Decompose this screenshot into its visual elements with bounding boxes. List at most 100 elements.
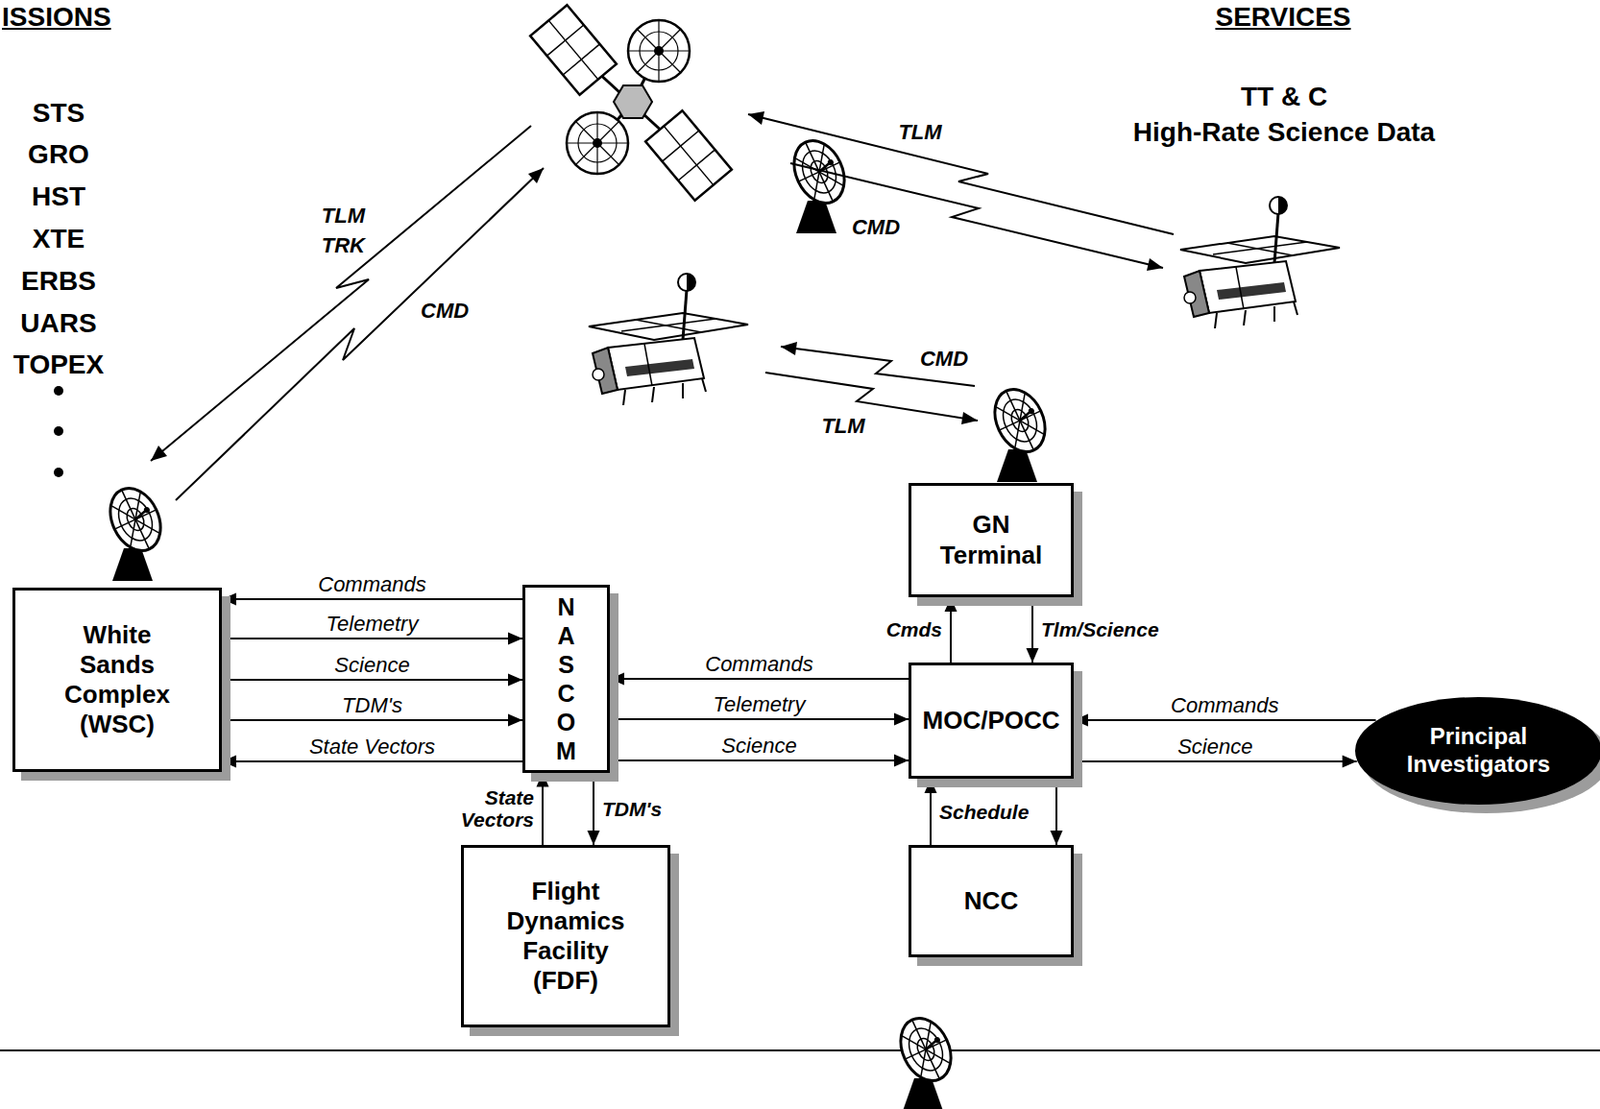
terminal-box: GN Terminal [908, 483, 1074, 598]
dish-rim [566, 112, 629, 174]
panel-grid [546, 24, 583, 56]
facility-box: White Sands Complex (WSC) [12, 587, 222, 773]
mission-name: STS [32, 98, 85, 129]
connector-label: Commands [317, 573, 426, 597]
dot [53, 467, 64, 478]
connector-label: Telemetry [713, 693, 806, 717]
mission-name: TOPEX [13, 350, 104, 381]
solar-panel [530, 4, 617, 95]
rf-link [748, 114, 1174, 235]
arrowhead [1073, 714, 1089, 728]
network-box: NASCOM [522, 584, 610, 774]
arrowhead [780, 341, 798, 356]
connector-label: Schedule [939, 800, 1029, 824]
rf-link [790, 163, 1164, 268]
arrowhead [961, 412, 978, 425]
panel-grid [663, 125, 713, 185]
mission-name: UARS [20, 309, 97, 340]
dish-spoke [575, 121, 620, 166]
connector [587, 773, 601, 847]
satellite-dish [566, 112, 629, 174]
connector-line [221, 637, 523, 640]
node-label: Flight Dynamics Facility (FDF) [493, 876, 638, 997]
control-center-box: MOC/POCC [908, 662, 1074, 779]
connector-label: Cmds [886, 618, 943, 641]
dish-feed [592, 138, 603, 148]
mission-name: HST [31, 182, 86, 213]
arrowhead [1050, 830, 1064, 846]
ground-antenna [784, 132, 854, 234]
baseline-rule [0, 1049, 1600, 1052]
connector-line [1073, 760, 1358, 763]
panel-grid [661, 130, 699, 162]
connector-line [221, 719, 523, 722]
arrowhead [894, 713, 909, 727]
satellite-dish [628, 20, 690, 82]
node-label: NCC [964, 886, 1019, 917]
rf-link [150, 125, 532, 461]
link-label: TLM [897, 121, 942, 145]
facility-box: Flight Dynamics Facility (FDF) [460, 845, 671, 1028]
rf-link [765, 372, 978, 421]
mission-name: GRO [27, 140, 90, 170]
ground-antenna [985, 381, 1055, 483]
connector-label: Science [721, 734, 797, 758]
arrowhead [1146, 258, 1164, 271]
arrowhead [221, 755, 237, 769]
service-name: High-Rate Science Data [1133, 118, 1435, 148]
arrowhead [508, 714, 523, 728]
panel-grid [562, 44, 600, 75]
dish-spoke [636, 28, 681, 73]
dot [53, 386, 64, 396]
section-heading: ISSIONS [1, 2, 112, 33]
node-label: NASCOM [554, 592, 579, 766]
rf-link [175, 168, 544, 501]
connector-label: State Vectors [309, 735, 436, 759]
arrowhead [894, 754, 909, 768]
ground-antenna [100, 480, 170, 582]
control-center-box: NCC [908, 845, 1074, 958]
dish-spoke [636, 28, 681, 73]
connector-line [609, 759, 909, 762]
connector-label: Commands [1170, 694, 1279, 718]
solar-panel [645, 110, 732, 200]
ground-antenna [891, 1010, 961, 1109]
arrowhead [508, 632, 523, 646]
rf-links [150, 114, 1174, 501]
node-label: White Sands Complex (WSC) [54, 620, 180, 741]
connector-label: Science [334, 654, 410, 678]
connector-label: Science [1177, 735, 1253, 759]
satellite-body [613, 85, 653, 119]
dish-rim [628, 20, 690, 82]
continuation-dots [53, 386, 64, 478]
mission-name: ERBS [21, 266, 97, 297]
connector [945, 597, 958, 663]
panel-grid [678, 149, 715, 181]
arrowhead [748, 111, 765, 125]
connector-line [609, 718, 909, 721]
panel-frame [530, 4, 617, 95]
node-label: GN Terminal [931, 509, 1052, 570]
connector-line [221, 598, 523, 601]
link-label: CMD [851, 216, 900, 240]
service-name: TT & C [1240, 82, 1328, 113]
arrowhead [1342, 755, 1358, 769]
connector-label: State Vectors [442, 786, 534, 831]
tdrs-satellite [530, 4, 732, 200]
arrowhead [587, 830, 601, 846]
link-label: CMD [420, 299, 469, 323]
arrowhead [221, 593, 237, 607]
panel-grid [548, 20, 598, 79]
connector [1050, 778, 1064, 846]
link-label: TLM [821, 414, 865, 438]
connector-line [221, 760, 523, 763]
link-label: CMD [920, 347, 969, 371]
panel-frame [645, 110, 732, 200]
connector-line [221, 678, 523, 681]
connector-label: Telemetry [326, 612, 419, 636]
link-label: TLM [321, 204, 365, 228]
node-label: MOC/POCC [922, 705, 1061, 736]
arrowhead [508, 674, 523, 687]
